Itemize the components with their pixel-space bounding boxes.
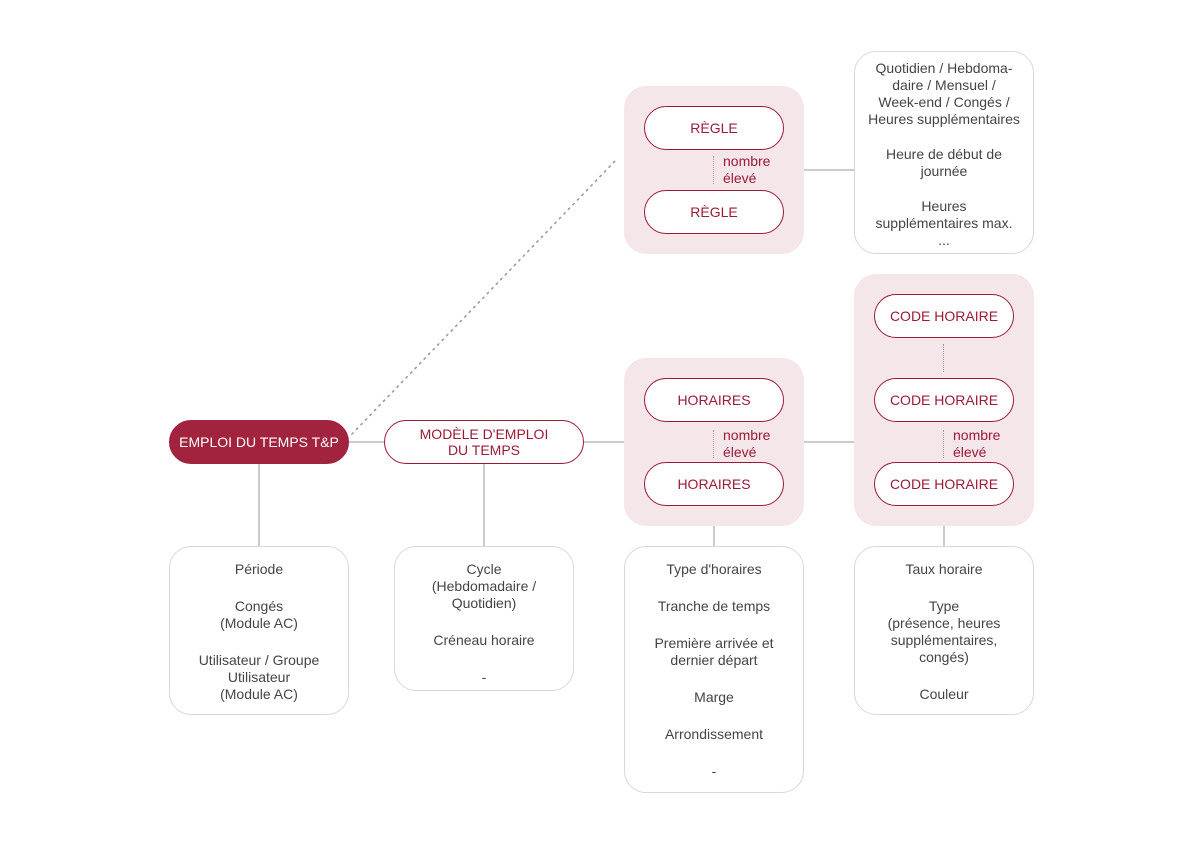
root-details-card: Période Congés (Module AC) Utilisateur /… — [169, 546, 349, 715]
code-horaire-node-3[interactable]: CODE HORAIRE — [874, 462, 1014, 506]
horaires-node-1[interactable]: HORAIRES — [644, 378, 784, 422]
code-horaire-node-1[interactable]: CODE HORAIRE — [874, 294, 1014, 338]
root-detail-item: Période — [234, 561, 284, 577]
code-horaire-detail-item: Type (présence, heures supplémentaires, … — [887, 598, 1001, 665]
connector-root-regle-dotted — [351, 159, 617, 435]
code-horaire-node-2[interactable]: CODE HORAIRE — [874, 378, 1014, 422]
horaires-multiplicity-label: nombre élevé — [723, 427, 771, 460]
modele-emploi-du-temps-node[interactable]: MODÈLE D'EMPLOI DU TEMPS — [384, 420, 584, 464]
root-node-emploi-du-temps[interactable]: EMPLOI DU TEMPS T&P — [169, 420, 349, 464]
regle-detail-item: Heures supplémentaires max. ... — [875, 198, 1013, 248]
modele-detail-item: Créneau horaire — [433, 632, 535, 648]
regle-detail-item: Quotidien / Hebdoma- daire / Mensuel / W… — [868, 60, 1020, 127]
modele-detail-item: Cycle (Hebdomadaire / Quotidien) — [431, 561, 537, 611]
horaires-details-card: Type d'horaires Tranche de temps Premièr… — [624, 546, 804, 793]
horaires-detail-item: Première arrivée et dernier départ — [654, 635, 774, 668]
modele-detail-item: - — [481, 669, 487, 685]
horaires-detail-item: Tranche de temps — [657, 598, 771, 614]
horaires-detail-item: Type d'horaires — [666, 561, 762, 577]
code-horaire-detail-item: Taux horaire — [905, 561, 983, 577]
horaires-detail-item: Marge — [694, 689, 734, 705]
horaires-node-2[interactable]: HORAIRES — [644, 462, 784, 506]
regle-details-card: Quotidien / Hebdoma- daire / Mensuel / W… — [854, 51, 1034, 254]
code-horaire-detail-item: Couleur — [919, 686, 969, 702]
horaires-multiplicity-dots — [713, 430, 714, 458]
horaires-detail-item: - — [711, 763, 717, 779]
root-detail-item: Utilisateur / Groupe Utilisateur (Module… — [198, 652, 320, 702]
regle-multiplicity-dots — [713, 156, 714, 184]
regle-node-2[interactable]: RÈGLE — [644, 190, 784, 234]
code-horaire-multiplicity-dots — [943, 430, 944, 458]
regle-detail-item: Heure de début de journée — [886, 146, 1002, 179]
code-horaire-details-card: Taux horaire Type (présence, heures supp… — [854, 546, 1034, 715]
horaires-detail-item: Arrondissement — [664, 726, 764, 742]
code-horaire-multiplicity-label: nombre élevé — [953, 427, 1001, 460]
root-detail-item: Congés (Module AC) — [220, 598, 298, 631]
regle-multiplicity-label: nombre élevé — [723, 153, 771, 186]
regle-node-1[interactable]: RÈGLE — [644, 106, 784, 150]
modele-details-card: Cycle (Hebdomadaire / Quotidien) Créneau… — [394, 546, 574, 691]
code-horaire-continuation-dots — [943, 344, 944, 372]
